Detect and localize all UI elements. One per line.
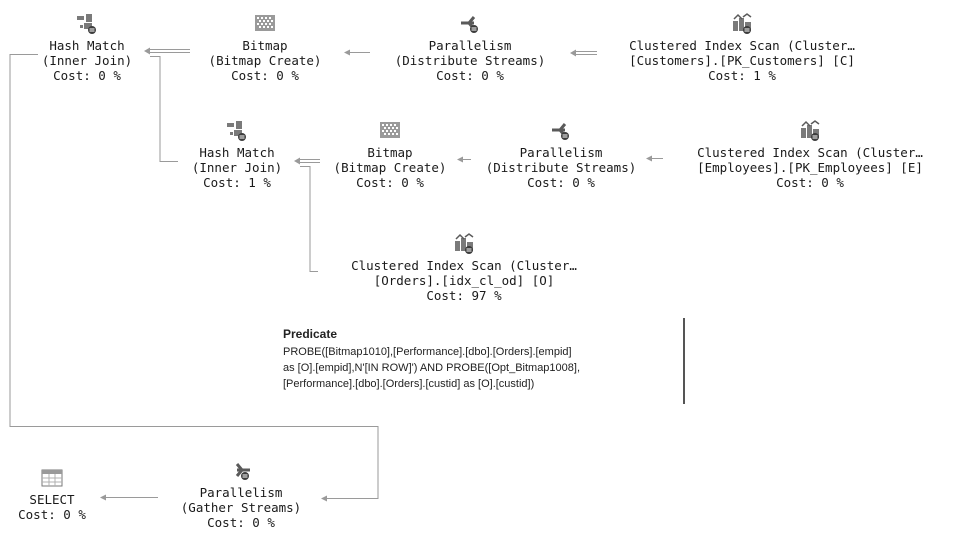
node-parallelism-gather[interactable]: Parallelism (Gather Streams) Cost: 0 % [121,460,361,530]
node-cost: Cost: 0 % [356,175,424,190]
node-cost: Cost: 0 % [53,68,121,83]
node-parallelism-1[interactable]: Parallelism (Distribute Streams) Cost: 0… [350,13,590,83]
tooltip-line: [Performance].[dbo].[Orders].[custid] as… [283,378,535,390]
arrow-head [646,155,652,162]
node-label: Bitmap [242,38,288,53]
clustered-index-scan-icon [455,233,474,254]
node-cost: Cost: 0 % [207,515,275,530]
arrow-head [100,494,106,501]
arrow-head [294,157,300,165]
node-label: Hash Match [199,145,275,160]
node-cost: Cost: 0 % [527,175,595,190]
node-cost: Cost: 0 % [436,68,504,83]
hash-match-icon [77,14,96,34]
node-sublabel: (Distribute Streams) [394,53,546,68]
select-icon [41,469,63,487]
node-cost: Cost: 1 % [708,68,776,83]
hash-match-icon [227,121,246,141]
node-label: Parallelism [199,485,283,500]
parallelism-icon [552,123,569,140]
connector [300,166,318,272]
tooltip-line: PROBE([Bitmap1010],[Performance].[dbo].[… [283,346,572,358]
arrow-head [344,49,350,56]
node-label: Parallelism [519,145,603,160]
node-bitmap-1[interactable]: Bitmap (Bitmap Create) Cost: 0 % [145,13,385,83]
node-sublabel: (Distribute Streams) [485,160,637,175]
node-label: Hash Match [49,38,125,53]
node-cost: Cost: 0 % [231,68,299,83]
node-hash-match-2[interactable]: Hash Match (Inner Join) Cost: 1 % [117,120,357,190]
node-cost: Cost: 0 % [18,507,86,522]
node-sublabel: (Inner Join) [191,160,283,175]
node-scan-employees[interactable]: Clustered Index Scan (Cluster… [Employee… [690,120,930,190]
bitmap-icon [380,122,400,138]
node-sublabel: (Inner Join) [41,53,133,68]
node-hash-match-1[interactable]: Hash Match (Inner Join) Cost: 0 % [0,13,207,83]
node-scan-orders[interactable]: Clustered Index Scan (Cluster… [Orders].… [344,233,584,303]
node-sublabel: [Orders].[idx_cl_od] [O] [373,273,555,288]
node-label: SELECT [29,492,75,507]
node-label: Clustered Index Scan (Cluster… [629,38,855,53]
node-label: Parallelism [428,38,512,53]
node-sublabel: [Customers].[PK_Customers] [C] [629,53,855,68]
predicate-tooltip: Predicate PROBE([Bitmap1010],[Performanc… [277,318,685,404]
connector [150,56,178,162]
node-sublabel: [Employees].[PK_Employees] [E] [697,160,923,175]
node-sublabel: (Bitmap Create) [208,53,322,68]
arrow-head [144,47,150,55]
node-sublabel: (Bitmap Create) [333,160,447,175]
node-bitmap-2[interactable]: Bitmap (Bitmap Create) Cost: 0 % [270,120,510,190]
node-label: Clustered Index Scan (Cluster… [351,258,577,273]
node-sublabel: (Gather Streams) [180,500,302,515]
arrow-head [457,156,463,163]
parallelism-icon [235,463,250,480]
node-cost: Cost: 97 % [426,288,502,303]
arrow-head [321,495,327,502]
bitmap-icon [255,15,275,31]
node-label: Bitmap [367,145,413,160]
clustered-index-scan-icon [801,120,820,141]
connector [9,54,379,499]
node-select[interactable]: SELECT Cost: 0 % [0,467,172,522]
node-cost: Cost: 1 % [203,175,271,190]
tooltip-title: Predicate [283,327,338,341]
node-label: Clustered Index Scan (Cluster… [697,145,923,160]
parallelism-icon [461,16,478,33]
tooltip-line: as [O].[empid],N'[IN ROW]') AND PROBE([O… [283,362,581,374]
node-scan-customers[interactable]: Clustered Index Scan (Cluster… [Customer… [622,13,862,83]
node-cost: Cost: 0 % [776,175,844,190]
clustered-index-scan-icon [733,13,752,34]
node-parallelism-2[interactable]: Parallelism (Distribute Streams) Cost: 0… [441,120,681,190]
arrow-head [570,49,576,57]
